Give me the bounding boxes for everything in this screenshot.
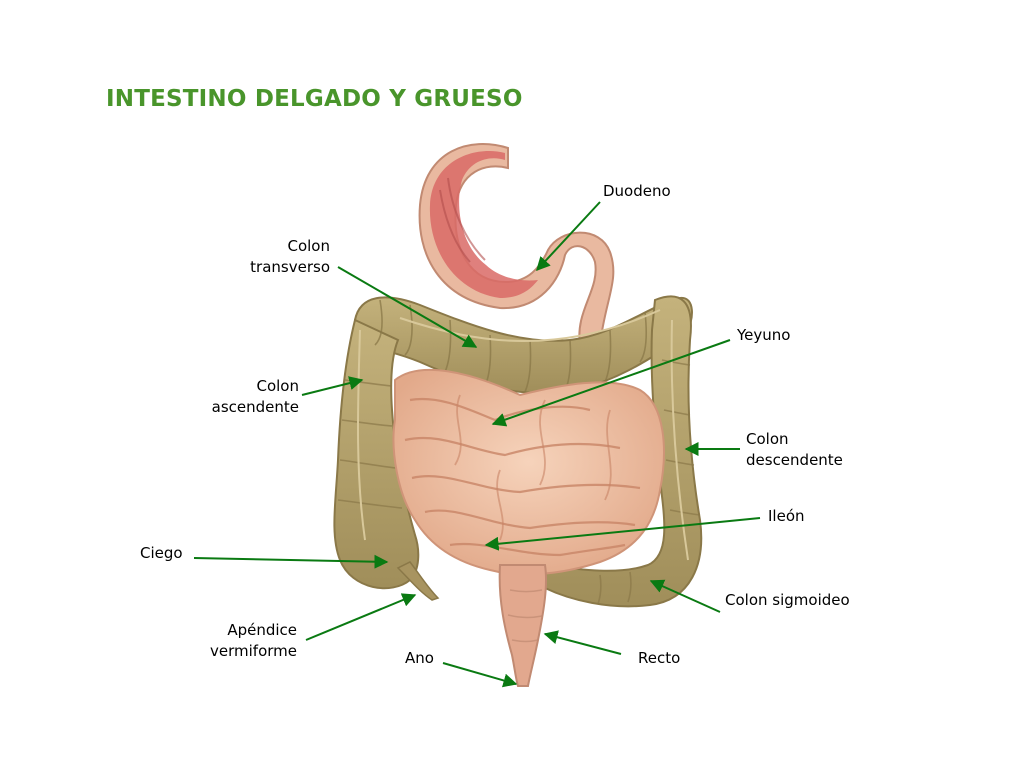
label-ciego: Ciego: [140, 543, 183, 564]
page-title: INTESTINO DELGADO Y GRUESO: [106, 86, 523, 112]
leader-lines: [193, 201, 761, 688]
label-line: Ciego: [140, 544, 183, 562]
label-colon-ascendente: Colon ascendente: [212, 376, 299, 418]
leader-duodeno: [536, 201, 601, 272]
label-line: Colon: [746, 430, 789, 448]
leader-apendice: [305, 593, 417, 641]
label-colon-sigmoideo: Colon sigmoideo: [725, 590, 850, 611]
label-line: ascendente: [211, 398, 299, 416]
label-duodeno: Duodeno: [603, 181, 671, 202]
label-line: Ano: [405, 649, 434, 667]
label-apendice: Apéndice vermiforme: [210, 620, 297, 662]
label-line: Colon: [287, 237, 330, 255]
label-line: Recto: [638, 649, 681, 667]
label-line: Ileón: [768, 507, 805, 525]
label-line: Yeyuno: [737, 326, 791, 344]
label-line: Colon: [256, 377, 299, 395]
label-yeyuno: Yeyuno: [737, 325, 790, 346]
rectum-shape: [498, 564, 548, 687]
label-ano: Ano: [405, 648, 434, 669]
small-intestine-shape: [392, 368, 665, 576]
label-line: transverso: [250, 258, 330, 276]
label-line: Apéndice: [227, 621, 297, 639]
leader-ileon: [484, 517, 761, 551]
leader-ciego: [193, 554, 389, 569]
leader-ano: [442, 662, 518, 688]
duodenum-shape: [418, 143, 615, 346]
label-colon-transverso: Colon transverso: [250, 236, 330, 278]
leader-colon-transverso: [337, 266, 478, 348]
leader-yeyuno: [491, 339, 731, 427]
leader-recto: [543, 630, 622, 655]
label-recto: Recto: [638, 648, 680, 669]
leader-colon-ascendente: [301, 376, 364, 396]
label-ileon: Ileón: [768, 506, 805, 527]
label-line: vermiforme: [210, 642, 297, 660]
label-line: descendente: [746, 451, 843, 469]
label-line: Duodeno: [603, 182, 671, 200]
label-colon-descendente: Colon descendente: [746, 429, 843, 471]
leader-colon-sigmoideo: [649, 579, 721, 613]
label-line: Colon sigmoideo: [725, 591, 850, 609]
